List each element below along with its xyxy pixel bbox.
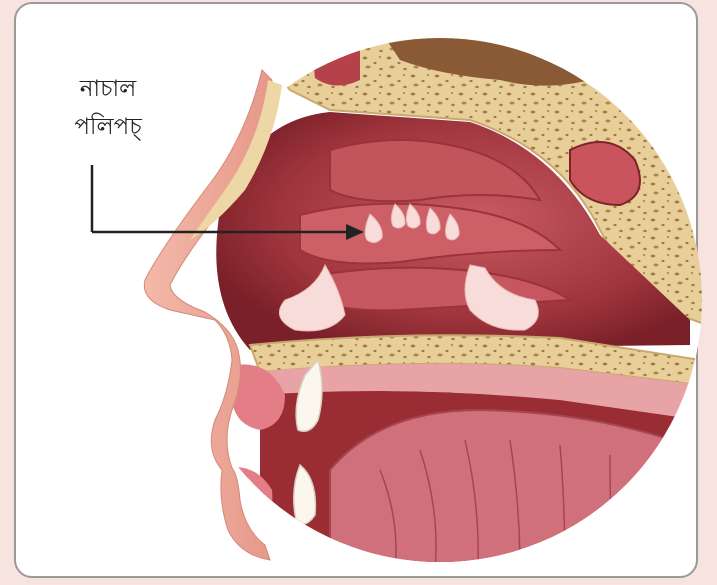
polyp-label-line2: পলিপচ্: [48, 108, 168, 146]
polyp-label: নাচাল পলিপচ্: [48, 70, 168, 146]
frontal-sinus: [310, 30, 360, 86]
tongue: [330, 410, 700, 570]
polyp-label-line1: নাচাল: [48, 70, 168, 108]
